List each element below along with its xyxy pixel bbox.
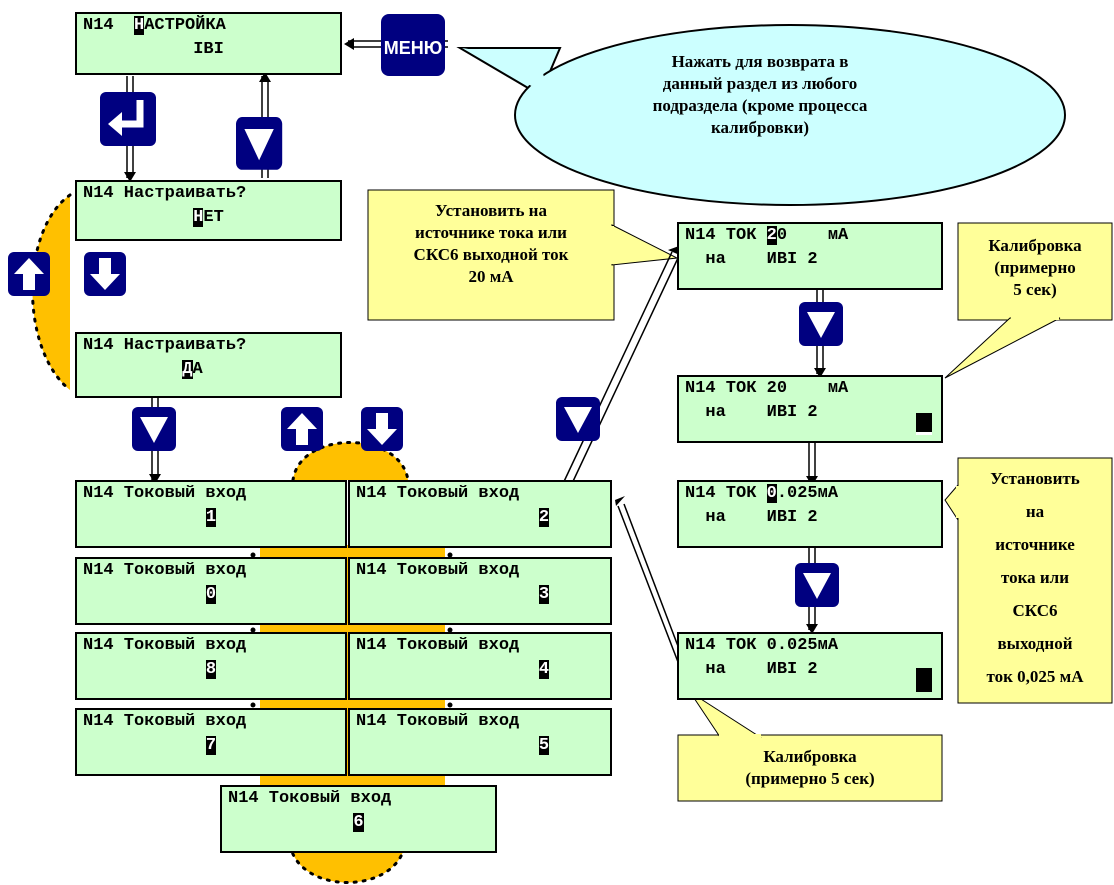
enter-arrow-icon[interactable] [100, 92, 156, 146]
lcd-block-cursor [916, 668, 932, 692]
menu-button-label: МЕНЮ [384, 38, 443, 58]
screen-configure-no: N14 Настраивать? НЕТ [75, 180, 342, 241]
lcd-cursor-char: Д [182, 360, 193, 379]
lcd-text: IBI [193, 40, 224, 59]
lcd-cursor-char: Н [193, 208, 204, 227]
lcd-text: N14 Токовый вход [83, 484, 247, 503]
lcd-text: 0 мА [776, 226, 849, 245]
screen-input-2[interactable]: N14 Токовый вход 2 [348, 480, 612, 548]
lcd-cursor-char: 6 [353, 813, 364, 832]
lcd-text: N14 ТОК 0.025мА [685, 636, 839, 655]
lcd-text: на ИВI 2 [685, 403, 818, 422]
screen-cal20-set: N14 ТОК 20 мА на ИВI 2 [677, 222, 943, 290]
lcd-cursor-char: Н [134, 16, 145, 35]
down-triangle-icon[interactable] [556, 397, 600, 441]
lcd-text: N14 ТОК 20 мА [685, 379, 849, 398]
callout-set-0025ma: Установить на источнике тока или СКС6 вы… [986, 469, 1084, 686]
lcd-text: N14 Токовый вход [356, 484, 520, 503]
menu-button-icon[interactable]: МЕНЮ [381, 14, 445, 76]
callout-calibration-bottom: Калибровка (примерно 5 сек) [745, 747, 875, 788]
lcd-text: N14 [83, 16, 135, 35]
down-triangle-icon[interactable] [132, 407, 176, 451]
lcd-text: N14 Токовый вход [83, 636, 247, 655]
lcd-text: на ИВI 2 [685, 508, 818, 527]
lcd-cursor-char: 4 [538, 660, 550, 679]
lcd-text: А [192, 360, 203, 379]
lcd-cursor-char: 2 [766, 226, 777, 245]
lcd-text: N14 Настраивать? [83, 336, 247, 355]
lcd-cursor-char: 3 [538, 585, 550, 604]
lcd-cursor-char: 7 [205, 736, 217, 755]
callout-set-20ma: Установить на источнике тока или СКС6 вы… [413, 201, 569, 286]
down-arrow-icon[interactable] [84, 252, 126, 296]
screen-input-4[interactable]: N14 Токовый вход 4 [348, 632, 612, 700]
screen-cal0-set: N14 ТОК 0.025мА на ИВI 2 [677, 480, 943, 548]
lcd-cursor-char: 0 [205, 585, 217, 604]
lcd-text: N14 Токовый вход [356, 636, 520, 655]
screen-input-7[interactable]: N14 Токовый вход 7 [75, 708, 347, 776]
screen-cal20-run: N14 ТОК 20 мА на ИВI 2 [677, 375, 943, 443]
lcd-block-cursor [916, 413, 932, 435]
bubble-text: Нажать для возврата в данный раздел из л… [652, 52, 868, 137]
lcd-text: N14 Токовый вход [83, 712, 247, 731]
callout-calibration-top: Калибровка (примерно 5 сек) [988, 236, 1082, 299]
lcd-text: N14 Токовый вход [356, 561, 520, 580]
down-triangle-icon[interactable] [795, 563, 839, 607]
screen-input-8[interactable]: N14 Токовый вход 8 [75, 632, 347, 700]
lcd-text: .025мА [776, 484, 839, 503]
lcd-cursor-char: 2 [538, 508, 550, 527]
down-triangle-icon[interactable] [236, 117, 283, 170]
callout-shapes [367, 189, 1113, 802]
screen-input-5[interactable]: N14 Токовый вход 5 [348, 708, 612, 776]
lcd-text: N14 Токовый вход [83, 561, 247, 580]
lcd-text: на ИВI 2 [685, 660, 818, 679]
lcd-text: N14 Токовый вход [356, 712, 520, 731]
lcd-text: N14 Токовый вход [228, 789, 392, 808]
lcd-text: ЕТ [203, 208, 224, 227]
lcd-text: N14 Настраивать? [83, 184, 247, 203]
lcd-cursor-char: 0 [766, 484, 777, 503]
down-triangle-icon[interactable] [799, 302, 843, 346]
screen-cal0-run: N14 ТОК 0.025мА на ИВI 2 [677, 632, 943, 700]
lcd-text: N14 ТОК [685, 226, 767, 245]
screen-input-6[interactable]: N14 Токовый вход 6 [220, 785, 497, 853]
menu-hint-bubble [456, 24, 1066, 206]
screen-configure-yes: N14 Настраивать? ДА [75, 332, 342, 398]
screen-setup: N14 НАСТРОЙКА IBI [75, 12, 342, 75]
up-arrow-icon[interactable] [281, 407, 323, 451]
screen-input-1[interactable]: N14 Токовый вход 1 [75, 480, 347, 548]
down-arrow-icon[interactable] [361, 407, 403, 451]
lcd-cursor-char: 5 [538, 736, 550, 755]
lcd-text: на ИВI 2 [685, 250, 818, 269]
lcd-cursor-char: 8 [205, 660, 217, 679]
lcd-text: АСТРОЙКА [144, 16, 226, 35]
lcd-cursor-char: 1 [205, 508, 217, 527]
up-arrow-icon[interactable] [8, 252, 50, 296]
lcd-text: N14 ТОК [685, 484, 767, 503]
screen-input-3[interactable]: N14 Токовый вход 3 [348, 557, 612, 625]
screen-input-0[interactable]: N14 Токовый вход 0 [75, 557, 347, 625]
